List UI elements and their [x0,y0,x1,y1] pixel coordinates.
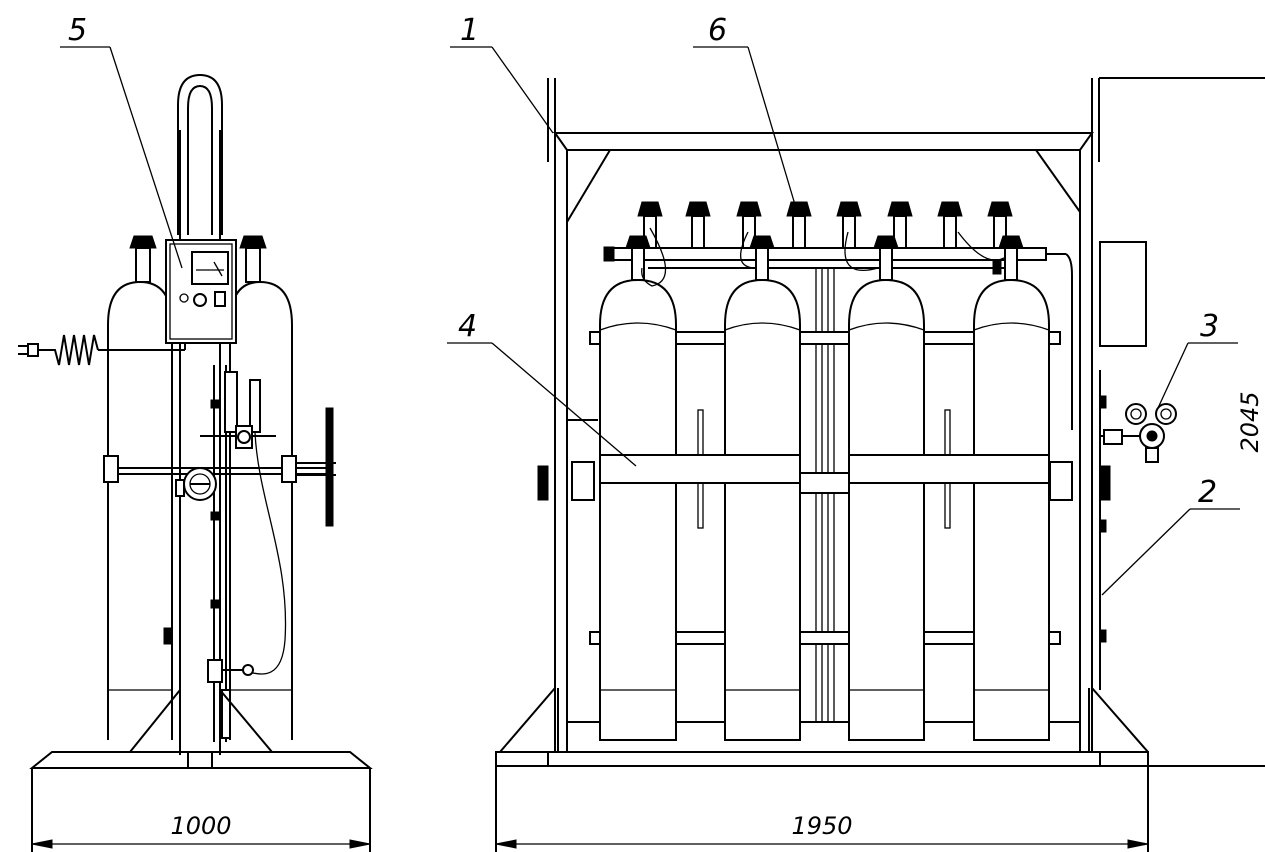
callout-5: 5 [68,13,87,48]
callout-1: 1 [460,13,479,48]
upper-valves [637,201,1013,249]
callouts: 5 1 6 4 3 2 [60,13,1240,596]
cylinders [599,278,1050,741]
cylinder-valves [625,235,1024,281]
side-view [18,73,373,852]
dimension-height: 2045 [1236,391,1264,452]
dimension-side-width: 1000 [170,812,231,840]
front-view [495,77,1265,852]
callout-4: 4 [458,309,477,344]
callout-2: 2 [1198,475,1217,510]
callout-6: 6 [708,13,727,48]
dimensions: 1000 1950 2045 [31,391,1264,849]
callout-3: 3 [1200,309,1219,344]
dimension-front-width: 1950 [791,812,852,840]
pressure-regulator [1100,403,1177,463]
